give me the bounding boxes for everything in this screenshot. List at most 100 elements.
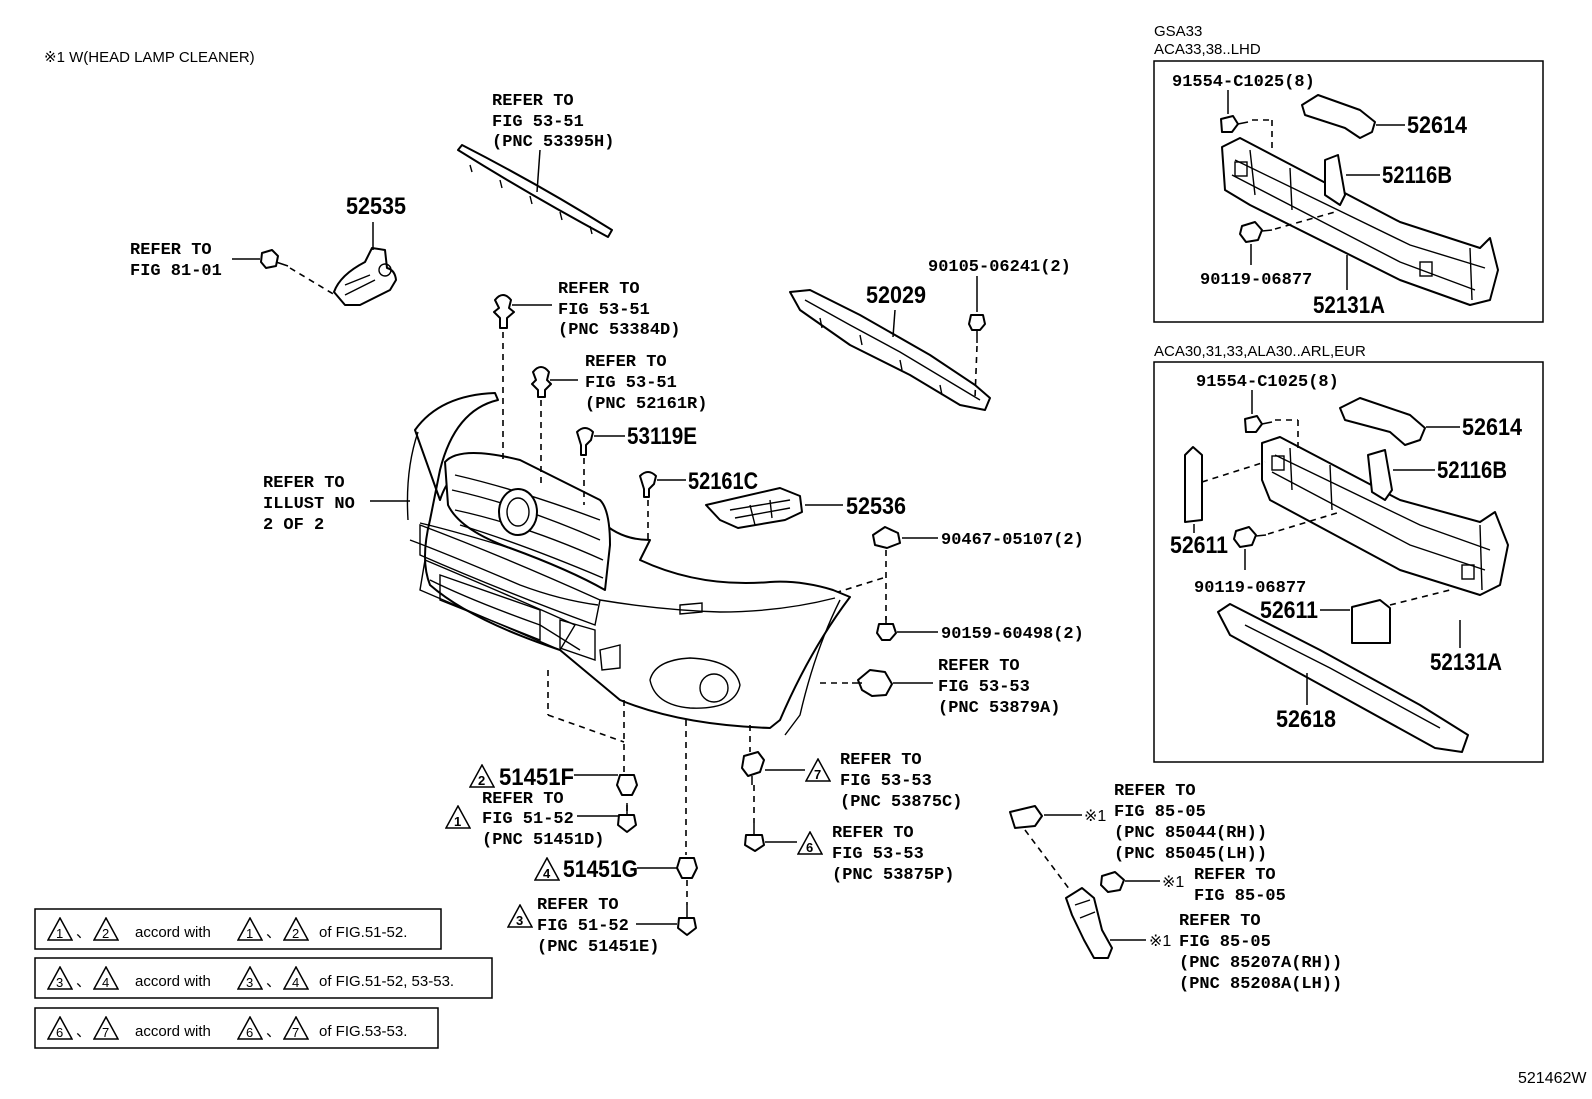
svg-text:(PNC 53875C): (PNC 53875C) [840,793,962,812]
svg-text:REFER TO: REFER TO [1194,866,1276,885]
box-bottom-reinforcement [1261,436,1509,596]
box-bottom-nut-90119 [1233,526,1267,548]
support-52029 [789,289,991,411]
svg-text:REFER TO: REFER TO [537,896,619,915]
svg-text:REFER TO: REFER TO [832,824,914,843]
legend-row-box [34,1007,439,1049]
bolt-90159 [876,616,897,641]
legend-num-a: 3 [56,975,63,990]
mark-1c: ※1 [1149,933,1171,950]
box-bottom-label-52618: 52618 [1276,706,1336,733]
legend-num-c: 3 [246,975,253,990]
box-bottom-label-52611b: 52611 [1260,597,1318,624]
svg-text:(PNC 85044(RH)): (PNC 85044(RH)) [1114,824,1267,843]
tri-num-3: 3 [516,913,523,928]
box-bottom-retainer-52614 [1339,397,1426,446]
box-bottom-label-91554: 91554-C1025(8) [1196,373,1339,392]
bracket-52535 [333,247,397,306]
label-ref-51451d: REFER TO FIG 51-52 (PNC 51451D) [482,790,604,850]
label-52535: 52535 [346,193,406,220]
tri-num-4: 4 [543,866,551,881]
svg-text:FIG 51-52: FIG 51-52 [537,917,629,936]
box-top-nut-90119 [1239,221,1273,243]
legend-sep-2: 、 [266,973,281,990]
clip-53875c [741,751,765,785]
label-ref-85044: REFER TO FIG 85-05 (PNC 85044(RH)) (PNC … [1114,782,1267,864]
label-ref-85-05: REFER TO FIG 85-05 [1194,866,1286,906]
legend-text: accord with [135,924,211,941]
legend-sep: 、 [76,1023,91,1040]
svg-text:REFER TO: REFER TO [130,241,212,260]
box-bottom-absorber-52618 [1217,603,1469,753]
svg-text:FIG 51-52: FIG 51-52 [482,810,574,829]
header-note: ※1 W(HEAD LAMP CLEANER) [44,49,255,66]
box-top-label-52131a: 52131A [1313,292,1385,319]
box-top-retainer-52614 [1301,94,1376,139]
box-top-label-91554: 91554-C1025(8) [1172,73,1315,92]
legend-num-b: 7 [102,1025,109,1040]
box-bottom-label-52614: 52614 [1462,414,1523,441]
legend-num-a: 1 [56,926,63,941]
bolt-51451e [677,905,697,936]
box-top [1153,60,1544,323]
label-ref-52161r: REFER TO FIG 53-51 (PNC 52161R) [585,353,707,414]
legend-num-c: 1 [246,926,253,941]
svg-text:2 OF 2: 2 OF 2 [263,516,324,535]
label-51451g: 51451G [563,856,638,883]
cleaner-bolt-85-05 [1100,871,1125,893]
box-bottom-label-52131a: 52131A [1430,649,1502,676]
box-bottom-pad-52611a [1184,446,1203,523]
svg-text:REFER TO: REFER TO [492,92,574,111]
svg-text:FIG 85-05: FIG 85-05 [1179,933,1271,952]
legend-num-b: 2 [102,926,109,941]
svg-text:FIG 53-53: FIG 53-53 [832,845,924,864]
legend-sep-2: 、 [266,924,281,941]
tri-num-7: 7 [814,767,821,782]
svg-text:ILLUST NO: ILLUST NO [263,495,355,514]
clip-53119e [576,427,594,456]
label-ref-81-01: REFER TO FIG 81-01 [130,241,222,281]
label-ref-53395h: REFER TO FIG 53-51 (PNC 53395H) [492,92,614,152]
illustration-id: 521462W [1518,1070,1587,1087]
legend-num-d: 2 [292,926,299,941]
mark-1b: ※1 [1162,874,1184,891]
legend-num-d: 7 [292,1025,299,1040]
box-top-reinforcement [1221,137,1499,306]
clip-52161c [639,471,657,498]
label-ref-53879a: REFER TO FIG 53-53 (PNC 53879A) [938,657,1060,718]
svg-text:FIG 53-53: FIG 53-53 [840,772,932,791]
box-bottom-label-90119: 90119-06877 [1194,579,1306,598]
box-top-label-52614: 52614 [1407,112,1468,139]
front-bumper-cover [406,392,851,736]
legend-suffix: of FIG.51-52, 53-53. [319,973,454,990]
svg-text:(PNC 85207A(RH)): (PNC 85207A(RH)) [1179,954,1342,973]
label-90159: 90159-60498(2) [941,625,1084,644]
svg-text:(PNC 51451E): (PNC 51451E) [537,938,659,957]
svg-text:(PNC 51451D): (PNC 51451D) [482,831,604,850]
box-top-title-2: ACA33,38..LHD [1154,41,1261,58]
label-52536: 52536 [846,493,906,520]
box-top-label-90119: 90119-06877 [1200,271,1312,290]
legend-num-c: 6 [246,1025,253,1040]
clip-51451g [676,857,698,879]
svg-text:REFER TO: REFER TO [585,353,667,372]
label-ref-85207: REFER TO FIG 85-05 (PNC 85207A(RH)) (PNC… [1179,912,1342,994]
legend-sep: 、 [76,924,91,941]
svg-text:FIG 85-05: FIG 85-05 [1194,887,1286,906]
svg-text:FIG 85-05: FIG 85-05 [1114,803,1206,822]
svg-text:FIG 53-51: FIG 53-51 [558,301,650,320]
label-53119e: 53119E [627,423,697,450]
bolt-81-01 [260,249,289,269]
svg-text:FIG 53-51: FIG 53-51 [492,113,584,132]
clip-51451f [616,774,638,796]
legend-num-a: 6 [56,1025,63,1040]
box-bottom [1153,361,1544,763]
legend-text: accord with [135,973,211,990]
tri-num-1: 1 [454,814,461,829]
svg-text:REFER TO: REFER TO [558,280,640,299]
clip-52161r [531,366,552,398]
cleaner-nozzle-85207a [1065,887,1113,959]
svg-text:(PNC 85208A(LH)): (PNC 85208A(LH)) [1179,975,1342,994]
label-52029: 52029 [866,282,926,309]
